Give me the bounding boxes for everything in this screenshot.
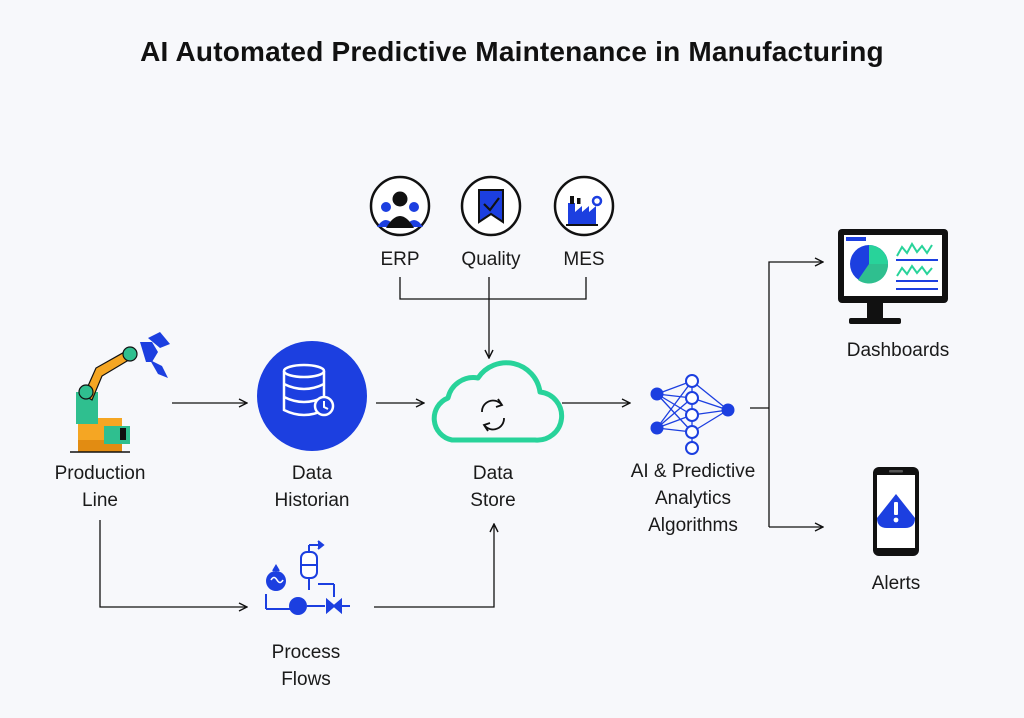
ribbon-check-icon bbox=[460, 175, 522, 237]
label-dashboards: Dashboards bbox=[846, 340, 950, 361]
label-data-historian: Data Historian bbox=[274, 463, 350, 511]
robot-arm-icon bbox=[70, 332, 170, 453]
label-data-store: Data Store bbox=[470, 463, 516, 511]
people-icon bbox=[369, 175, 431, 237]
label-process-flows: Process Flows bbox=[271, 642, 341, 690]
database-clock-icon bbox=[257, 341, 367, 451]
factory-gear-icon bbox=[553, 175, 615, 237]
process-flow-icon bbox=[265, 540, 350, 615]
label-mes: MES bbox=[563, 249, 605, 270]
label-ai-analytics: AI & Predictive Analytics Algorithms bbox=[630, 461, 756, 536]
arrow-ai-to-dashboards bbox=[768, 262, 823, 527]
neural-network-icon bbox=[650, 374, 735, 455]
arrow-process-to-store bbox=[374, 524, 494, 608]
label-quality: Quality bbox=[461, 249, 521, 270]
label-production-line: Production Line bbox=[54, 463, 146, 511]
phone-alert-icon bbox=[873, 467, 919, 556]
arrow-production-to-process bbox=[99, 520, 247, 607]
label-alerts: Alerts bbox=[871, 573, 921, 594]
page-title: AI Automated Predictive Maintenance in M… bbox=[140, 36, 884, 67]
label-erp: ERP bbox=[380, 249, 420, 270]
bracket-erp-quality-mes bbox=[399, 277, 587, 300]
connectors bbox=[99, 262, 823, 608]
monitor-dashboard-icon bbox=[838, 229, 948, 324]
cloud-sync-icon bbox=[431, 360, 565, 443]
